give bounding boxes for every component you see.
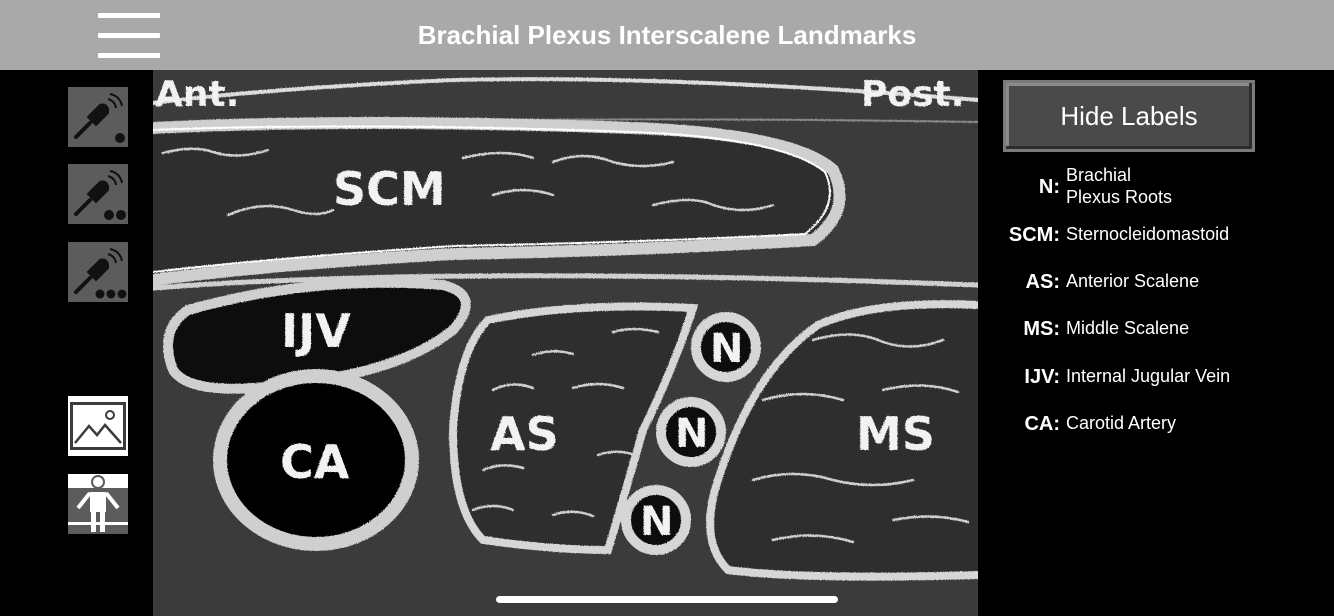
ultrasound-probe-two-dots-icon <box>68 164 128 224</box>
ms-label: MS <box>856 407 935 461</box>
image-icon <box>68 396 128 456</box>
body-position-button[interactable] <box>68 474 128 534</box>
legend-desc: Carotid Artery <box>1066 412 1176 434</box>
probe-single-dot-button[interactable] <box>68 87 128 147</box>
anatomy-diagram: Ant. Post. SCM IJV CA AS MS N N N <box>153 70 978 616</box>
posterior-label: Post. <box>861 74 964 115</box>
ultrasound-probe-three-dots-icon <box>68 242 128 302</box>
legend-desc: Brachial Plexus Roots <box>1066 164 1172 208</box>
legend-desc: Middle Scalene <box>1066 317 1189 339</box>
legend-abbr: SCM: <box>980 224 1060 247</box>
ijv-label: IJV <box>281 304 351 358</box>
top-bar: Brachial Plexus Interscalene Landmarks <box>0 0 1334 70</box>
legend-desc: Anterior Scalene <box>1066 270 1199 292</box>
scm-label: SCM <box>333 162 446 216</box>
nerve-root-label-1: N <box>710 326 743 372</box>
page-title: Brachial Plexus Interscalene Landmarks <box>0 0 1334 70</box>
probe-two-dots-button[interactable] <box>68 164 128 224</box>
legend-abbr: CA: <box>980 413 1060 436</box>
as-label: AS <box>490 407 559 461</box>
legend-desc-line1: Brachial <box>1066 164 1172 186</box>
legend-desc: Sternocleidomastoid <box>1066 223 1229 245</box>
legend-abbr: N: <box>980 176 1060 199</box>
nerve-root-label-2: N <box>675 411 708 457</box>
legend-abbr: AS: <box>980 271 1060 294</box>
hide-labels-button[interactable]: Hide Labels <box>1003 80 1255 152</box>
image-view-button[interactable] <box>68 396 128 456</box>
probe-three-dots-button[interactable] <box>68 242 128 302</box>
ultrasound-probe-one-dot-icon <box>68 87 128 147</box>
ca-label: CA <box>280 435 350 489</box>
home-indicator[interactable] <box>496 596 838 603</box>
legend-abbr: MS: <box>980 318 1060 341</box>
legend-desc-line2: Plexus Roots <box>1066 186 1172 208</box>
legend-abbr: IJV: <box>980 366 1060 389</box>
nerve-root-label-3: N <box>640 499 673 545</box>
anterior-label: Ant. <box>155 74 239 115</box>
person-icon <box>68 474 128 534</box>
legend-desc: Internal Jugular Vein <box>1066 365 1230 387</box>
